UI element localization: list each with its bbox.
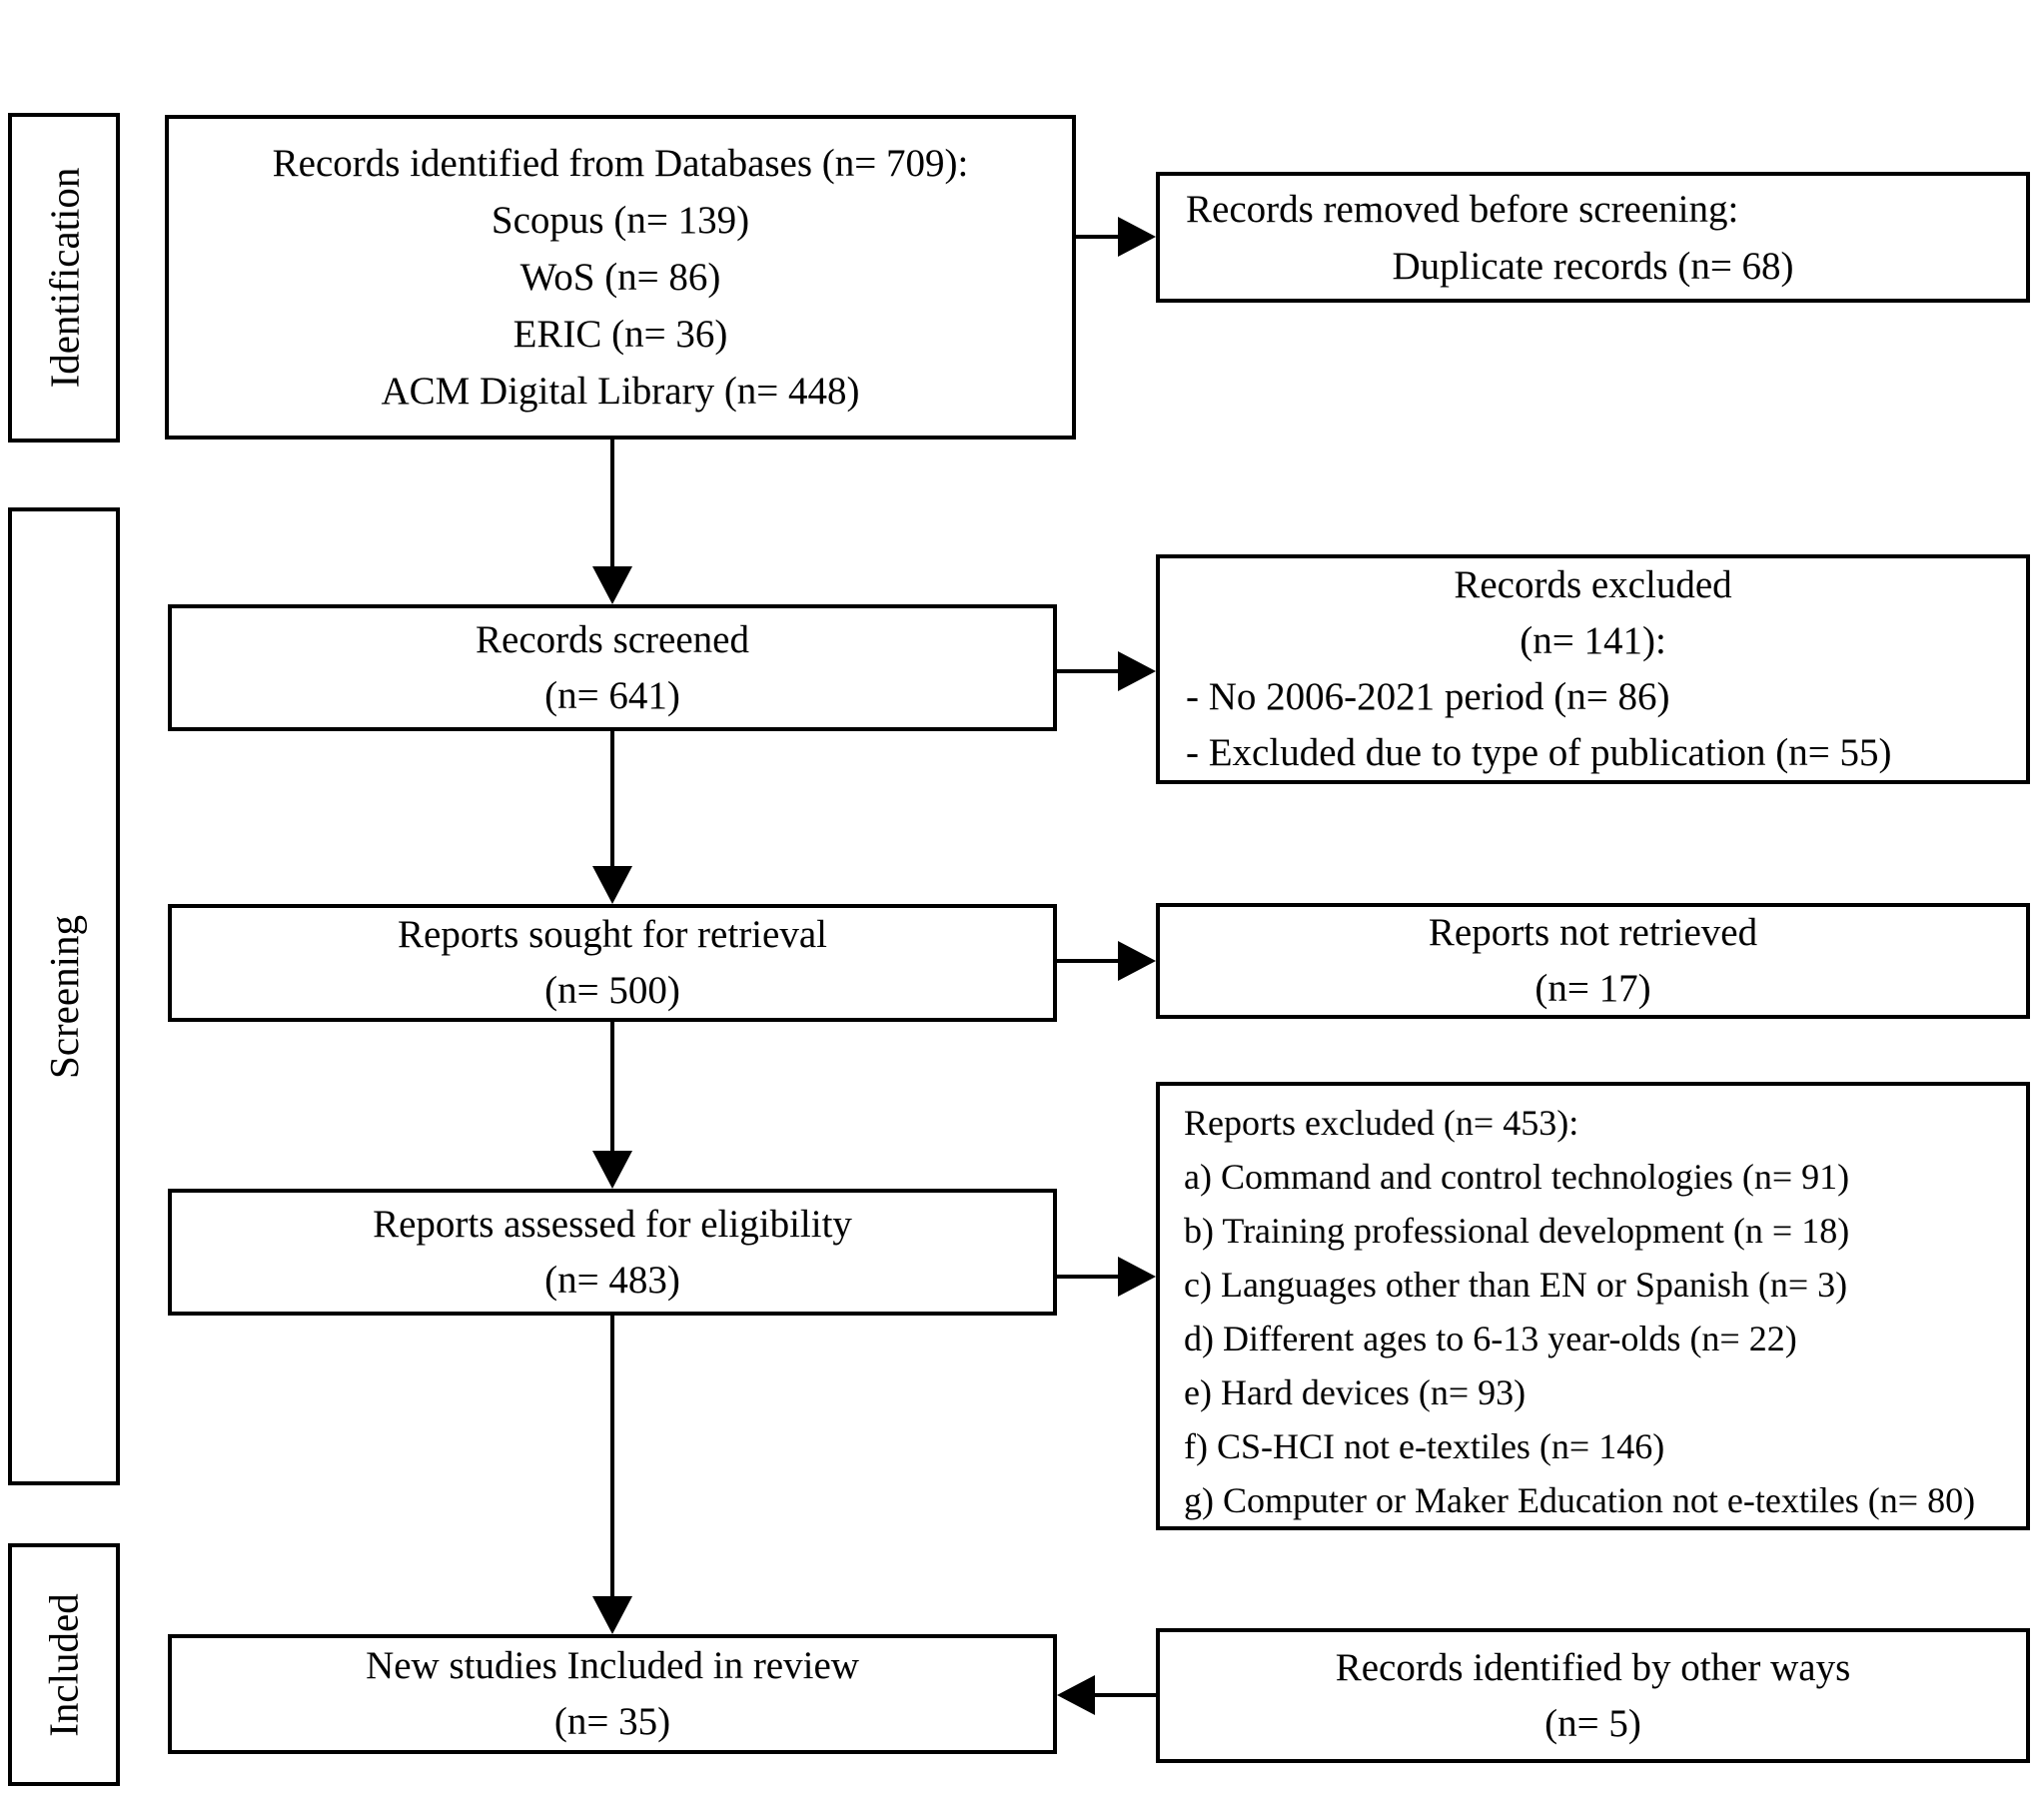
box-reports-assessed: Reports assessed for eligibility (n= 483…: [168, 1189, 1057, 1316]
arrow-screened-to-sought-head-icon: [592, 866, 632, 904]
records-identified-title: Records identified from Databases (n= 70…: [272, 142, 969, 185]
not-retrieved-label: Reports not retrieved: [1428, 911, 1758, 954]
arrow-assessed-to-included-line: [610, 1316, 614, 1596]
box-records-removed: Records removed before screening: Duplic…: [1156, 172, 2030, 303]
reports-excluded-reason: e) Hard devices (n= 93): [1184, 1372, 1527, 1412]
reports-excluded-reason: a) Command and control technologies (n= …: [1184, 1157, 1850, 1197]
records-removed-title: Records removed before screening:: [1186, 187, 1739, 231]
reports-excluded-reason: g) Computer or Maker Education not e-tex…: [1184, 1480, 1976, 1520]
reports-excluded-reason: f) CS-HCI not e-textiles (n= 146): [1184, 1426, 1665, 1466]
records-excluded-count: (n= 141):: [1520, 619, 1666, 662]
box-records-identified: Records identified from Databases (n= 70…: [165, 115, 1076, 440]
new-studies-count: (n= 35): [553, 1700, 671, 1743]
records-removed-detail: Duplicate records (n= 68): [1392, 244, 1794, 288]
reports-assessed-label: Reports assessed for eligibility: [373, 1202, 852, 1246]
source-scopus: Scopus (n= 139): [491, 199, 750, 242]
arrow-otherways-to-included-head-icon: [1057, 1675, 1095, 1715]
arrow-screened-to-excluded-head-icon: [1118, 651, 1156, 691]
reports-excluded-reason: d) Different ages to 6-13 year-olds (n= …: [1184, 1319, 1797, 1358]
stage-included-label: Included: [41, 1592, 88, 1737]
reports-excluded-reason: b) Training professional development (n …: [1184, 1211, 1850, 1251]
arrow-screened-to-sought-line: [610, 731, 614, 868]
reports-excluded-reason: c) Languages other than EN or Spanish (n…: [1184, 1265, 1848, 1305]
stage-screening-label: Screening: [41, 914, 88, 1079]
records-excluded-title: Records excluded: [1454, 563, 1732, 606]
stage-identification-label: Identification: [41, 167, 88, 389]
arrow-identified-to-screened-line: [610, 440, 614, 568]
arrow-sought-to-notretrieved-head-icon: [1118, 941, 1156, 981]
arrow-sought-to-assessed-line: [610, 1022, 614, 1153]
source-wos: WoS (n= 86): [519, 256, 721, 299]
source-eric: ERIC (n= 36): [512, 313, 728, 356]
other-ways-label: Records identified by other ways: [1335, 1645, 1851, 1689]
reports-sought-count: (n= 500): [544, 969, 680, 1012]
source-acm: ACM Digital Library (n= 448): [381, 370, 860, 413]
other-ways-count: (n= 5): [1544, 1701, 1641, 1745]
arrow-assessed-to-reportsexcluded-line: [1057, 1275, 1120, 1279]
not-retrieved-count: (n= 17): [1534, 967, 1651, 1010]
arrow-identified-to-removed-line: [1076, 235, 1120, 239]
arrow-screened-to-excluded-line: [1057, 669, 1120, 673]
reports-sought-label: Reports sought for retrieval: [398, 913, 827, 956]
records-excluded-reason: - Excluded due to type of publication (n…: [1186, 731, 1892, 774]
records-screened-count: (n= 641): [544, 673, 680, 717]
box-reports-sought: Reports sought for retrieval (n= 500): [168, 904, 1057, 1022]
box-records-screened: Records screened (n= 641): [168, 604, 1057, 731]
records-excluded-reason: - No 2006-2021 period (n= 86): [1186, 675, 1670, 718]
arrow-sought-to-notretrieved-line: [1057, 959, 1120, 963]
arrow-identified-to-removed-head-icon: [1118, 217, 1156, 257]
arrow-otherways-to-included-line: [1095, 1693, 1156, 1697]
box-reports-not-retrieved: Reports not retrieved (n= 17): [1156, 903, 2030, 1019]
stage-identification: Identification: [8, 113, 120, 443]
box-new-studies-included: New studies Included in review (n= 35): [168, 1634, 1057, 1754]
box-records-other-ways: Records identified by other ways (n= 5): [1156, 1628, 2030, 1763]
stage-screening: Screening: [8, 507, 120, 1485]
records-screened-label: Records screened: [476, 617, 749, 661]
arrow-assessed-to-reportsexcluded-head-icon: [1118, 1257, 1156, 1297]
arrow-assessed-to-included-head-icon: [592, 1596, 632, 1634]
box-records-excluded: Records excluded (n= 141): - No 2006-202…: [1156, 554, 2030, 784]
reports-assessed-count: (n= 483): [544, 1258, 680, 1302]
reports-excluded-title: Reports excluded (n= 453):: [1184, 1103, 1579, 1143]
new-studies-label: New studies Included in review: [366, 1644, 859, 1687]
arrow-identified-to-screened-head-icon: [592, 566, 632, 604]
stage-included: Included: [8, 1543, 120, 1786]
box-reports-excluded: Reports excluded (n= 453): a) Command an…: [1156, 1082, 2030, 1530]
arrow-sought-to-assessed-head-icon: [592, 1151, 632, 1189]
